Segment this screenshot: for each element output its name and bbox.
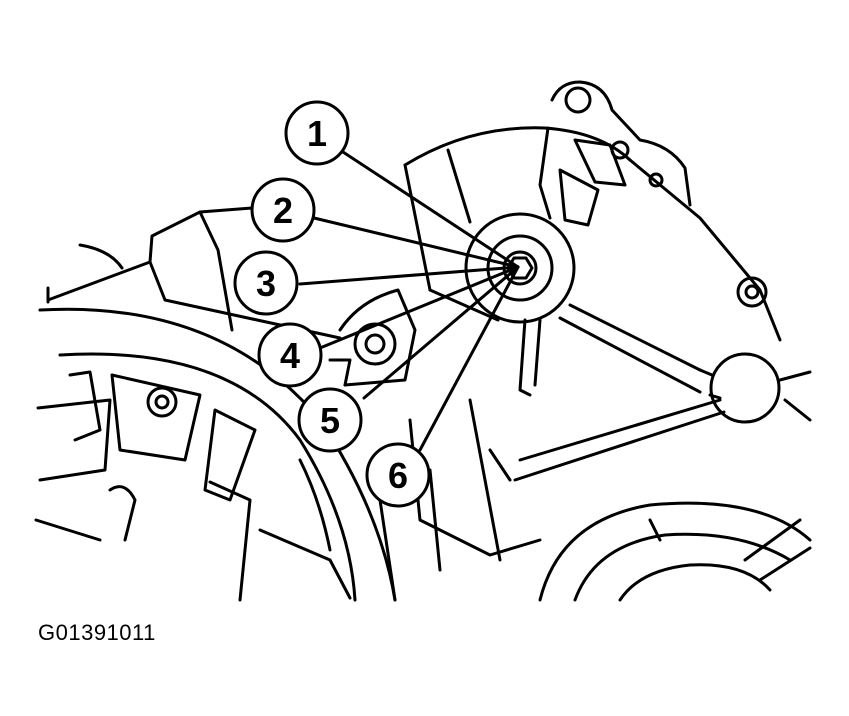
leader-line-1 — [341, 150, 520, 269]
callout-2-label: 2 — [273, 190, 293, 231]
callout-4-label: 4 — [280, 335, 300, 376]
leader-line-4 — [318, 265, 520, 350]
leader-line-5 — [362, 265, 520, 400]
callout-4: 4 — [257, 322, 323, 388]
callout-2: 2 — [250, 177, 316, 243]
callout-3-label: 3 — [256, 263, 276, 304]
callout-3: 3 — [233, 250, 299, 316]
callout-1: 1 — [284, 100, 350, 166]
leader-lines — [298, 150, 520, 452]
leader-line-2 — [312, 216, 520, 269]
figure-code: G01391011 — [38, 620, 156, 645]
callout-5: 5 — [297, 387, 363, 453]
callouts: 1 2 3 4 5 6 — [233, 100, 431, 508]
callout-5-label: 5 — [320, 400, 340, 441]
callout-6: 6 — [365, 442, 431, 508]
callout-6-label: 6 — [388, 455, 408, 496]
leader-line-6 — [418, 265, 520, 452]
leader-line-3 — [298, 265, 520, 286]
callout-1-label: 1 — [307, 113, 327, 154]
engine-line-art — [34, 80, 812, 602]
